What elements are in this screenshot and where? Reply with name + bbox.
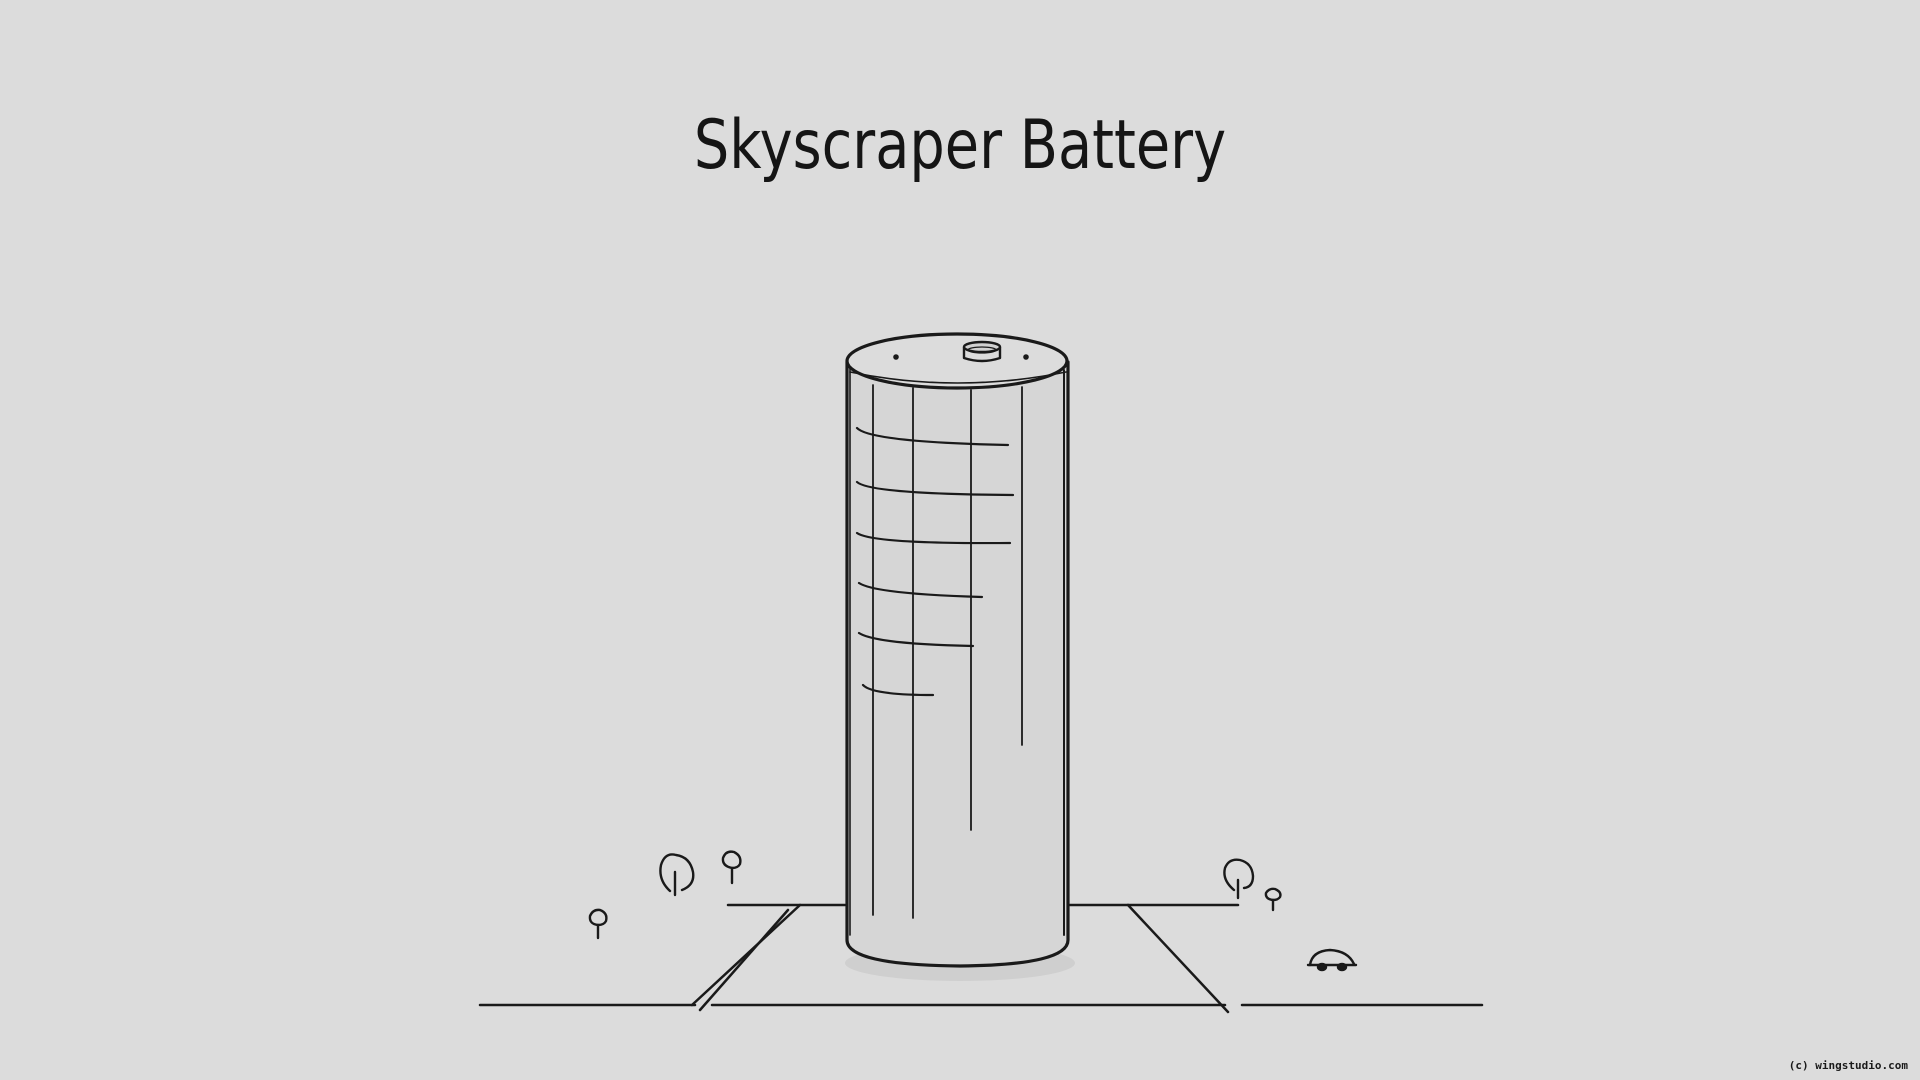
slide-title: Skyscraper Battery [693, 106, 1227, 185]
battery-tower [845, 332, 1070, 968]
trees [588, 850, 1282, 940]
copyright-credit: (c) wingstudio.com [1788, 1059, 1908, 1072]
plaza [690, 903, 1240, 1014]
window-grid-floors [855, 426, 1015, 697]
battery-terminal [893, 340, 1029, 363]
window-grid-verticals [872, 384, 1023, 919]
car-icon [1306, 948, 1358, 972]
